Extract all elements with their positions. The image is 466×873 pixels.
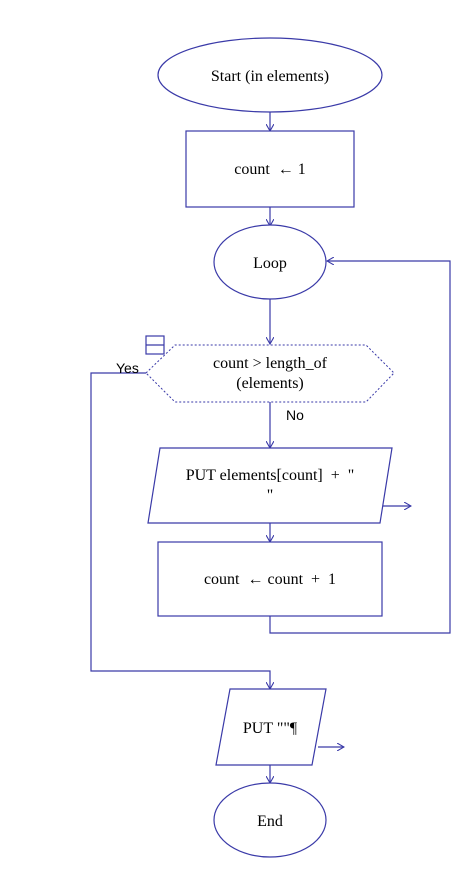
increment-process <box>157 541 383 617</box>
put-newline-io <box>215 688 327 766</box>
condition-label-line2: (elements) <box>236 375 304 392</box>
end-label: End <box>257 813 283 830</box>
put-newline-label: PUT ""¶ <box>243 720 298 737</box>
put-elements-label-line1: PUT elements[count] + " <box>186 467 355 484</box>
edge-condition-yes <box>90 372 270 689</box>
start-node <box>157 37 383 113</box>
no-label: No <box>286 407 304 423</box>
yes-label: Yes <box>116 360 139 376</box>
increment-label: count ← count + 1 <box>204 571 336 588</box>
put-elements-io <box>147 447 393 524</box>
end-node <box>213 782 327 858</box>
loop-node <box>213 224 327 300</box>
start-label: Start (in elements) <box>211 68 329 85</box>
edge-loop-back <box>269 261 451 634</box>
put-elements-label-line2: " <box>267 487 274 504</box>
condition-label-line1: count > length_of <box>213 355 328 372</box>
loop-label: Loop <box>253 255 287 272</box>
init-label: count ← 1 <box>234 161 306 178</box>
init-process <box>185 130 355 208</box>
condition-decision <box>145 344 395 403</box>
